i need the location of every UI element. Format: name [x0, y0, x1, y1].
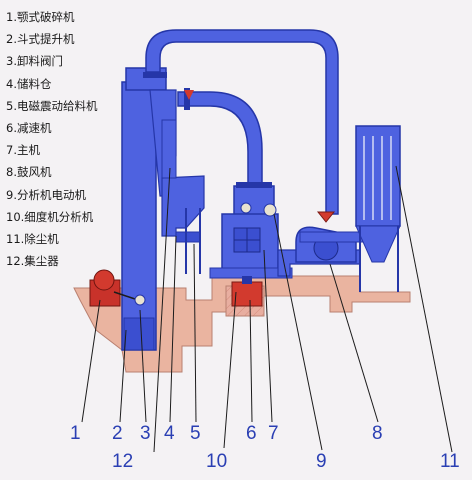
callout-number: 11 [440, 451, 460, 472]
vibrating-feeder [175, 231, 201, 243]
component-legend: 1.颚式破碎机 2.斗式提升机 3.卸料阀门 4.储料仓 5.电磁震动给料机 6… [6, 6, 97, 272]
elevator-boot [123, 317, 155, 351]
callout-number: 9 [316, 451, 327, 472]
legend-item: 8.鼓风机 [6, 165, 52, 180]
legend-item: 10.细度机分析机 [6, 209, 94, 224]
callout-number: 6 [246, 423, 257, 444]
callout-number: 4 [164, 423, 175, 444]
callout-number: 7 [268, 423, 279, 444]
duct-flange [143, 72, 167, 78]
crusher-flywheel [93, 269, 115, 291]
collector-cone [355, 225, 401, 263]
legend-item: 11.除尘机 [6, 231, 59, 246]
legend-item: 7.主机 [6, 143, 40, 158]
bucket-elevator [121, 81, 157, 351]
legend-item: 3.卸料阀门 [6, 54, 63, 69]
legend-item: 5.电磁震动给料机 [6, 98, 98, 113]
duct-damper [184, 88, 190, 110]
callout-number: 12 [112, 451, 134, 472]
legend-item: 9.分析机电动机 [6, 187, 86, 202]
legend-item: 4.储料仓 [6, 76, 52, 91]
bag-dust-collector [355, 125, 401, 227]
callout-number: 10 [206, 451, 228, 472]
discharge-valve [184, 90, 194, 100]
callout-number: 3 [140, 423, 151, 444]
callout-number: 2 [112, 423, 123, 444]
crusher-drive-belt [113, 291, 139, 301]
reducer-shaft [242, 276, 252, 284]
reducer-gearbox [231, 281, 263, 307]
callout-number: 1 [70, 423, 81, 444]
mill-outlet-duct [177, 91, 263, 191]
legend-item: 1.颚式破碎机 [6, 10, 75, 24]
callout-number: 8 [372, 423, 383, 444]
legend-item: 6.减速机 [6, 120, 52, 135]
elevator-pulley [134, 294, 146, 306]
legend-item: 2.斗式提升机 [6, 32, 75, 47]
feed-chute [161, 119, 177, 179]
concrete-foundation [73, 275, 411, 373]
analyzer-motor [263, 203, 277, 217]
mill-rim [236, 182, 272, 188]
callout-number: 5 [190, 423, 201, 444]
mill-gauge [240, 202, 252, 214]
cyclone-discharge-valve [316, 211, 336, 223]
legend-item: 12.集尘器 [6, 254, 59, 269]
storage-hopper [161, 175, 205, 237]
callout-leader-lines [81, 165, 453, 453]
